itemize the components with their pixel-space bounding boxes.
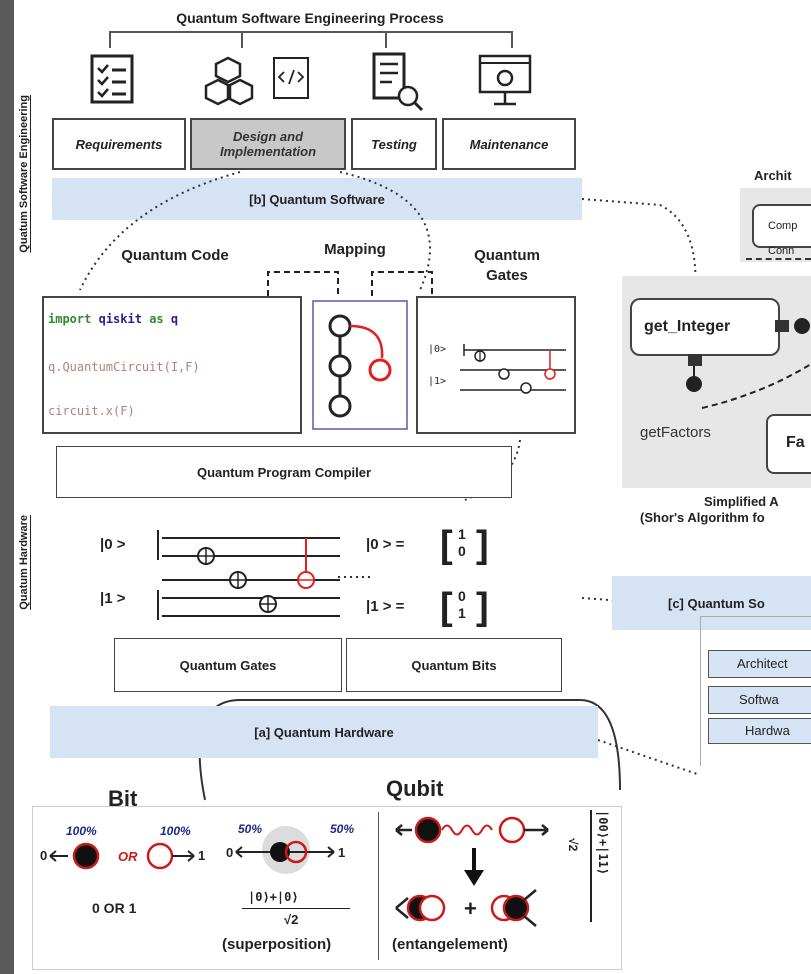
document-search-icon [372,52,424,112]
phase-maintenance: Maintenance [442,118,576,170]
sup-denominator: √2 [284,912,299,927]
ket0-equation: |0 > = [366,536,405,553]
gate-label-1: |1> [428,376,447,387]
layer-architecture: Architect [708,650,811,678]
quantum-code-title: Quantum Code [121,247,229,264]
bit-caption: 0 OR 1 [92,900,137,916]
shor-caption-2: (Shor's Algorithm fo [640,510,765,525]
qubit-title: Qubit [386,776,444,801]
hardware-circuit [157,530,340,620]
get-factors-label: getFactors [640,424,711,441]
phase-testing: Testing [351,118,437,170]
quantum-gates-title: Quantum Gates [474,247,540,284]
monitor-gear-icon [478,54,532,106]
quantum-bits-hw-box: Quantum Bits [346,638,562,692]
ket1-bracket-left: [ [440,586,453,628]
ent-plus-glyph: + [464,896,477,921]
quantum-software-band: [b] Quantum Software [52,178,582,220]
ket1-equation: |1 > = [366,598,405,615]
left-sidebar-strip [0,0,14,974]
bit-or-label: OR [118,849,138,864]
get-integer-box: get_Integer [630,298,780,356]
bit-title: Bit [108,786,138,811]
sup-fraction-line [242,908,350,909]
shor-caption-1: Simplified A [704,494,779,509]
ent-caption: (entangelement) [392,936,508,953]
ket0-bracket-left: [ [440,524,453,566]
cubes-code-icon [204,56,309,106]
sup-numerator: |0⟩+|0⟩ [248,890,299,904]
layer-software: Softwa [708,686,811,714]
ent-formula: |00⟩+|11⟩ [596,810,610,876]
ket1-bracket-right: ] [476,586,489,628]
checklist-icon [90,54,134,104]
sup-pct-right: 50% [330,822,355,836]
process-bracket [90,31,532,112]
code-line-x-gate: circuit.x(F) [48,404,135,418]
mapping-diagram [312,300,408,430]
ent-denominator: √2 [566,838,580,852]
quantum-gates-box: |0> |1> [416,296,576,434]
quantum-hardware-band: [a] Quantum Hardware [50,706,598,758]
ent-fraction-line [590,810,592,922]
sup-pct-left: 50% [238,822,263,836]
hw-state-1-label: |1 > [100,590,126,607]
phase-design-implementation: Design and Implementation [190,118,346,170]
fa-box: Fa [766,414,811,474]
bit-one-label: 1 [198,848,206,863]
small-circuit [460,344,566,394]
arch-title: Archit [754,168,792,183]
mapping-title: Mapping [324,241,386,258]
entanglement-diagram: + [395,816,549,927]
shor-connectors [686,318,811,409]
conn-label: Conn [768,245,795,257]
quantum-gates-hw-box: Quantum Gates [114,638,342,692]
quantum-code-box: import qiskit as q q.QuantumCircuit(I,F)… [42,296,302,434]
process-title: Quantum Software Engineering Process [176,10,444,26]
hw-state-0-label: |0 > [100,536,126,553]
panel-divider [378,812,379,960]
superposition-diagram: 0 1 [226,826,345,874]
bit-zero-label: 0 [40,848,48,863]
comp-box: Comp [752,204,811,248]
code-line-circuit: q.QuantumCircuit(I,F) [48,360,200,374]
sup-caption: (superposition) [222,936,332,953]
quantum-program-compiler: Quantum Program Compiler [56,446,512,498]
phase-requirements: Requirements [52,118,186,170]
bit-pct-left: 100% [66,824,97,838]
code-line-import: import qiskit as q [48,312,179,326]
gate-label-0: |0> [428,344,447,355]
layer-hardware: Hardwa [708,718,811,744]
layers-panel [700,616,811,766]
bit-pct-right: 100% [160,824,191,838]
sup-one-glyph: 1 [338,845,345,860]
bit-states-diagram [49,842,195,870]
sup-zero-glyph: 0 [226,845,233,860]
conn-dashed-line [746,258,811,260]
ket0-bracket-right: ] [476,524,489,566]
quantum-solutions-band: [c] Quantum So [612,576,811,630]
